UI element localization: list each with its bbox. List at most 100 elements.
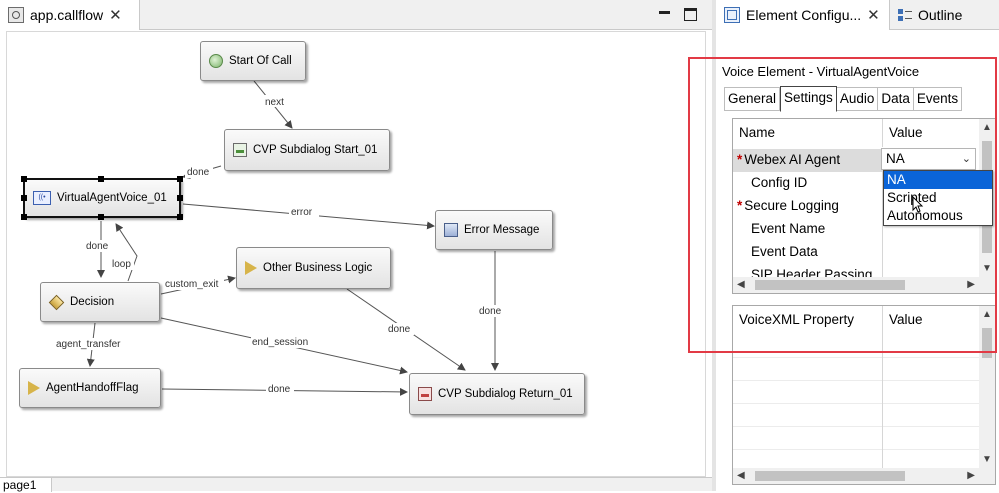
resize-handle[interactable] <box>21 214 27 220</box>
callflow-editor: app.callflow ✕ <box>0 0 712 492</box>
scroll-up-icon[interactable]: ▲ <box>982 122 992 133</box>
scroll-right-icon[interactable]: ▶ <box>967 279 975 290</box>
edge-label-done-other: done <box>388 324 411 335</box>
node-subdialog-start[interactable]: CVP Subdialog Start_01 <box>224 129 390 171</box>
dropdown-options: NA Scripted Autonomous <box>883 170 993 226</box>
table-row <box>733 357 979 381</box>
subtab-settings[interactable]: Settings <box>780 86 837 112</box>
scroll-left-icon[interactable]: ◀ <box>737 470 745 481</box>
table-row[interactable]: *Webex AI Agent <box>733 149 979 172</box>
node-decision[interactable]: Decision <box>40 282 160 322</box>
edge-label-end-session: end_session <box>252 337 308 348</box>
table-row[interactable]: Event Data <box>733 241 979 264</box>
scroll-down-icon[interactable]: ▼ <box>982 263 992 274</box>
editor-tab-app-callflow[interactable]: app.callflow ✕ <box>0 0 140 30</box>
resize-handle[interactable] <box>177 176 183 182</box>
maximize-icon[interactable] <box>684 8 697 21</box>
panel-tab-bar: Element Configu... ✕ Outline <box>716 0 999 30</box>
horizontal-scrollbar[interactable]: ◀ ▶ <box>733 468 995 484</box>
property-name: SIP Header Passing <box>751 267 873 278</box>
table-row <box>733 426 979 450</box>
edge-loop <box>115 223 138 282</box>
edge-label-agent-transfer: agent_transfer <box>56 339 121 350</box>
column-header-value[interactable]: Value <box>889 312 923 327</box>
subtab-data[interactable]: Data <box>878 87 914 111</box>
scroll-thumb[interactable] <box>755 471 905 481</box>
scroll-up-icon[interactable]: ▲ <box>982 309 992 320</box>
outline-icon <box>898 8 912 22</box>
webex-ai-agent-select[interactable]: NA ⌄ <box>881 148 976 170</box>
property-name: Event Name <box>751 221 826 236</box>
panel-title: Voice Element - VirtualAgentVoice <box>722 64 920 79</box>
subtab-audio[interactable]: Audio <box>836 87 879 111</box>
property-name: Secure Logging <box>744 198 839 213</box>
table-row[interactable]: Config ID <box>733 172 979 195</box>
node-label: VirtualAgentVoice_01 <box>57 192 167 204</box>
resize-handle[interactable] <box>21 176 27 182</box>
settings-subtabs: General Settings Audio Data Events <box>724 86 963 112</box>
node-error-message[interactable]: Error Message <box>435 210 553 250</box>
resize-handle[interactable] <box>177 214 183 220</box>
node-label: AgentHandoffFlag <box>46 382 139 394</box>
page-tab[interactable]: page1 <box>0 478 52 492</box>
table-header: Name Value <box>733 119 979 147</box>
edge-label-custom-exit: custom_exit <box>165 279 219 290</box>
scroll-down-icon[interactable]: ▼ <box>982 454 992 465</box>
subtab-general[interactable]: General <box>724 87 781 111</box>
vertical-scrollbar[interactable]: ▲ ▼ <box>979 306 995 468</box>
resize-handle[interactable] <box>98 214 104 220</box>
sash[interactable] <box>712 0 716 491</box>
option-autonomous[interactable]: Autonomous <box>887 208 963 223</box>
chevron-down-icon[interactable]: ⌄ <box>961 153 971 165</box>
option-scripted[interactable]: Scripted <box>887 190 937 205</box>
close-icon[interactable]: ✕ <box>109 6 122 24</box>
node-label: Error Message <box>464 224 540 236</box>
table-row <box>733 403 979 427</box>
node-subdialog-return[interactable]: CVP Subdialog Return_01 <box>409 373 585 415</box>
node-other-business-logic[interactable]: Other Business Logic <box>236 247 391 289</box>
column-header-voicexml-property[interactable]: VoiceXML Property <box>733 306 883 334</box>
subdialog-start-icon <box>233 143 247 157</box>
node-virtual-agent-voice[interactable]: ((• VirtualAgentVoice_01 <box>21 176 183 220</box>
table-row[interactable]: Event Name <box>733 218 979 241</box>
table-row[interactable]: SIP Header Passing <box>733 264 979 278</box>
scroll-right-icon[interactable]: ▶ <box>967 470 975 481</box>
resize-handle[interactable] <box>177 195 183 201</box>
tab-label: Outline <box>918 7 963 23</box>
minimize-icon[interactable] <box>658 9 671 22</box>
start-icon <box>209 54 223 68</box>
edge-label-done-handoff: done <box>268 384 291 395</box>
scroll-thumb[interactable] <box>982 328 992 358</box>
table-row <box>733 380 979 404</box>
column-header-value[interactable]: Value <box>889 125 923 140</box>
scroll-thumb[interactable] <box>755 280 905 290</box>
required-marker: * <box>737 152 743 167</box>
tab-label: Element Configu... <box>746 7 862 23</box>
callflow-file-icon <box>8 7 24 23</box>
page-tab-bar: page1 <box>0 477 712 492</box>
column-header-name[interactable]: Name <box>733 119 883 147</box>
close-icon[interactable]: ✕ <box>867 6 880 24</box>
editor-tab-label: app.callflow <box>30 7 104 23</box>
decision-icon <box>48 294 65 310</box>
option-na[interactable]: NA <box>884 171 992 189</box>
subtab-events[interactable]: Events <box>913 87 963 111</box>
voicexml-property-table: VoiceXML Property Value ▲ ▼ ◀ ▶ <box>732 305 996 485</box>
edge-label-done-subdialog: done <box>187 167 210 178</box>
resize-handle[interactable] <box>21 195 27 201</box>
horizontal-scrollbar[interactable]: ◀ ▶ <box>733 277 995 293</box>
tab-outline[interactable]: Outline <box>890 0 999 30</box>
node-label: Start Of Call <box>229 55 292 67</box>
table-row <box>733 334 979 358</box>
table-row[interactable]: *Secure Logging <box>733 195 979 218</box>
mouse-cursor-icon <box>912 196 924 213</box>
action-icon <box>245 261 257 275</box>
tab-element-configuration[interactable]: Element Configu... ✕ <box>716 0 890 30</box>
scroll-left-icon[interactable]: ◀ <box>737 279 745 290</box>
node-label: Decision <box>70 296 115 308</box>
flow-canvas[interactable]: next done error done loop custom_exit en… <box>6 31 706 477</box>
resize-handle[interactable] <box>98 176 104 182</box>
node-agent-handoff-flag[interactable]: AgentHandoffFlag <box>19 368 161 408</box>
node-label: CVP Subdialog Return_01 <box>438 388 573 400</box>
node-start-of-call[interactable]: Start Of Call <box>200 41 306 81</box>
